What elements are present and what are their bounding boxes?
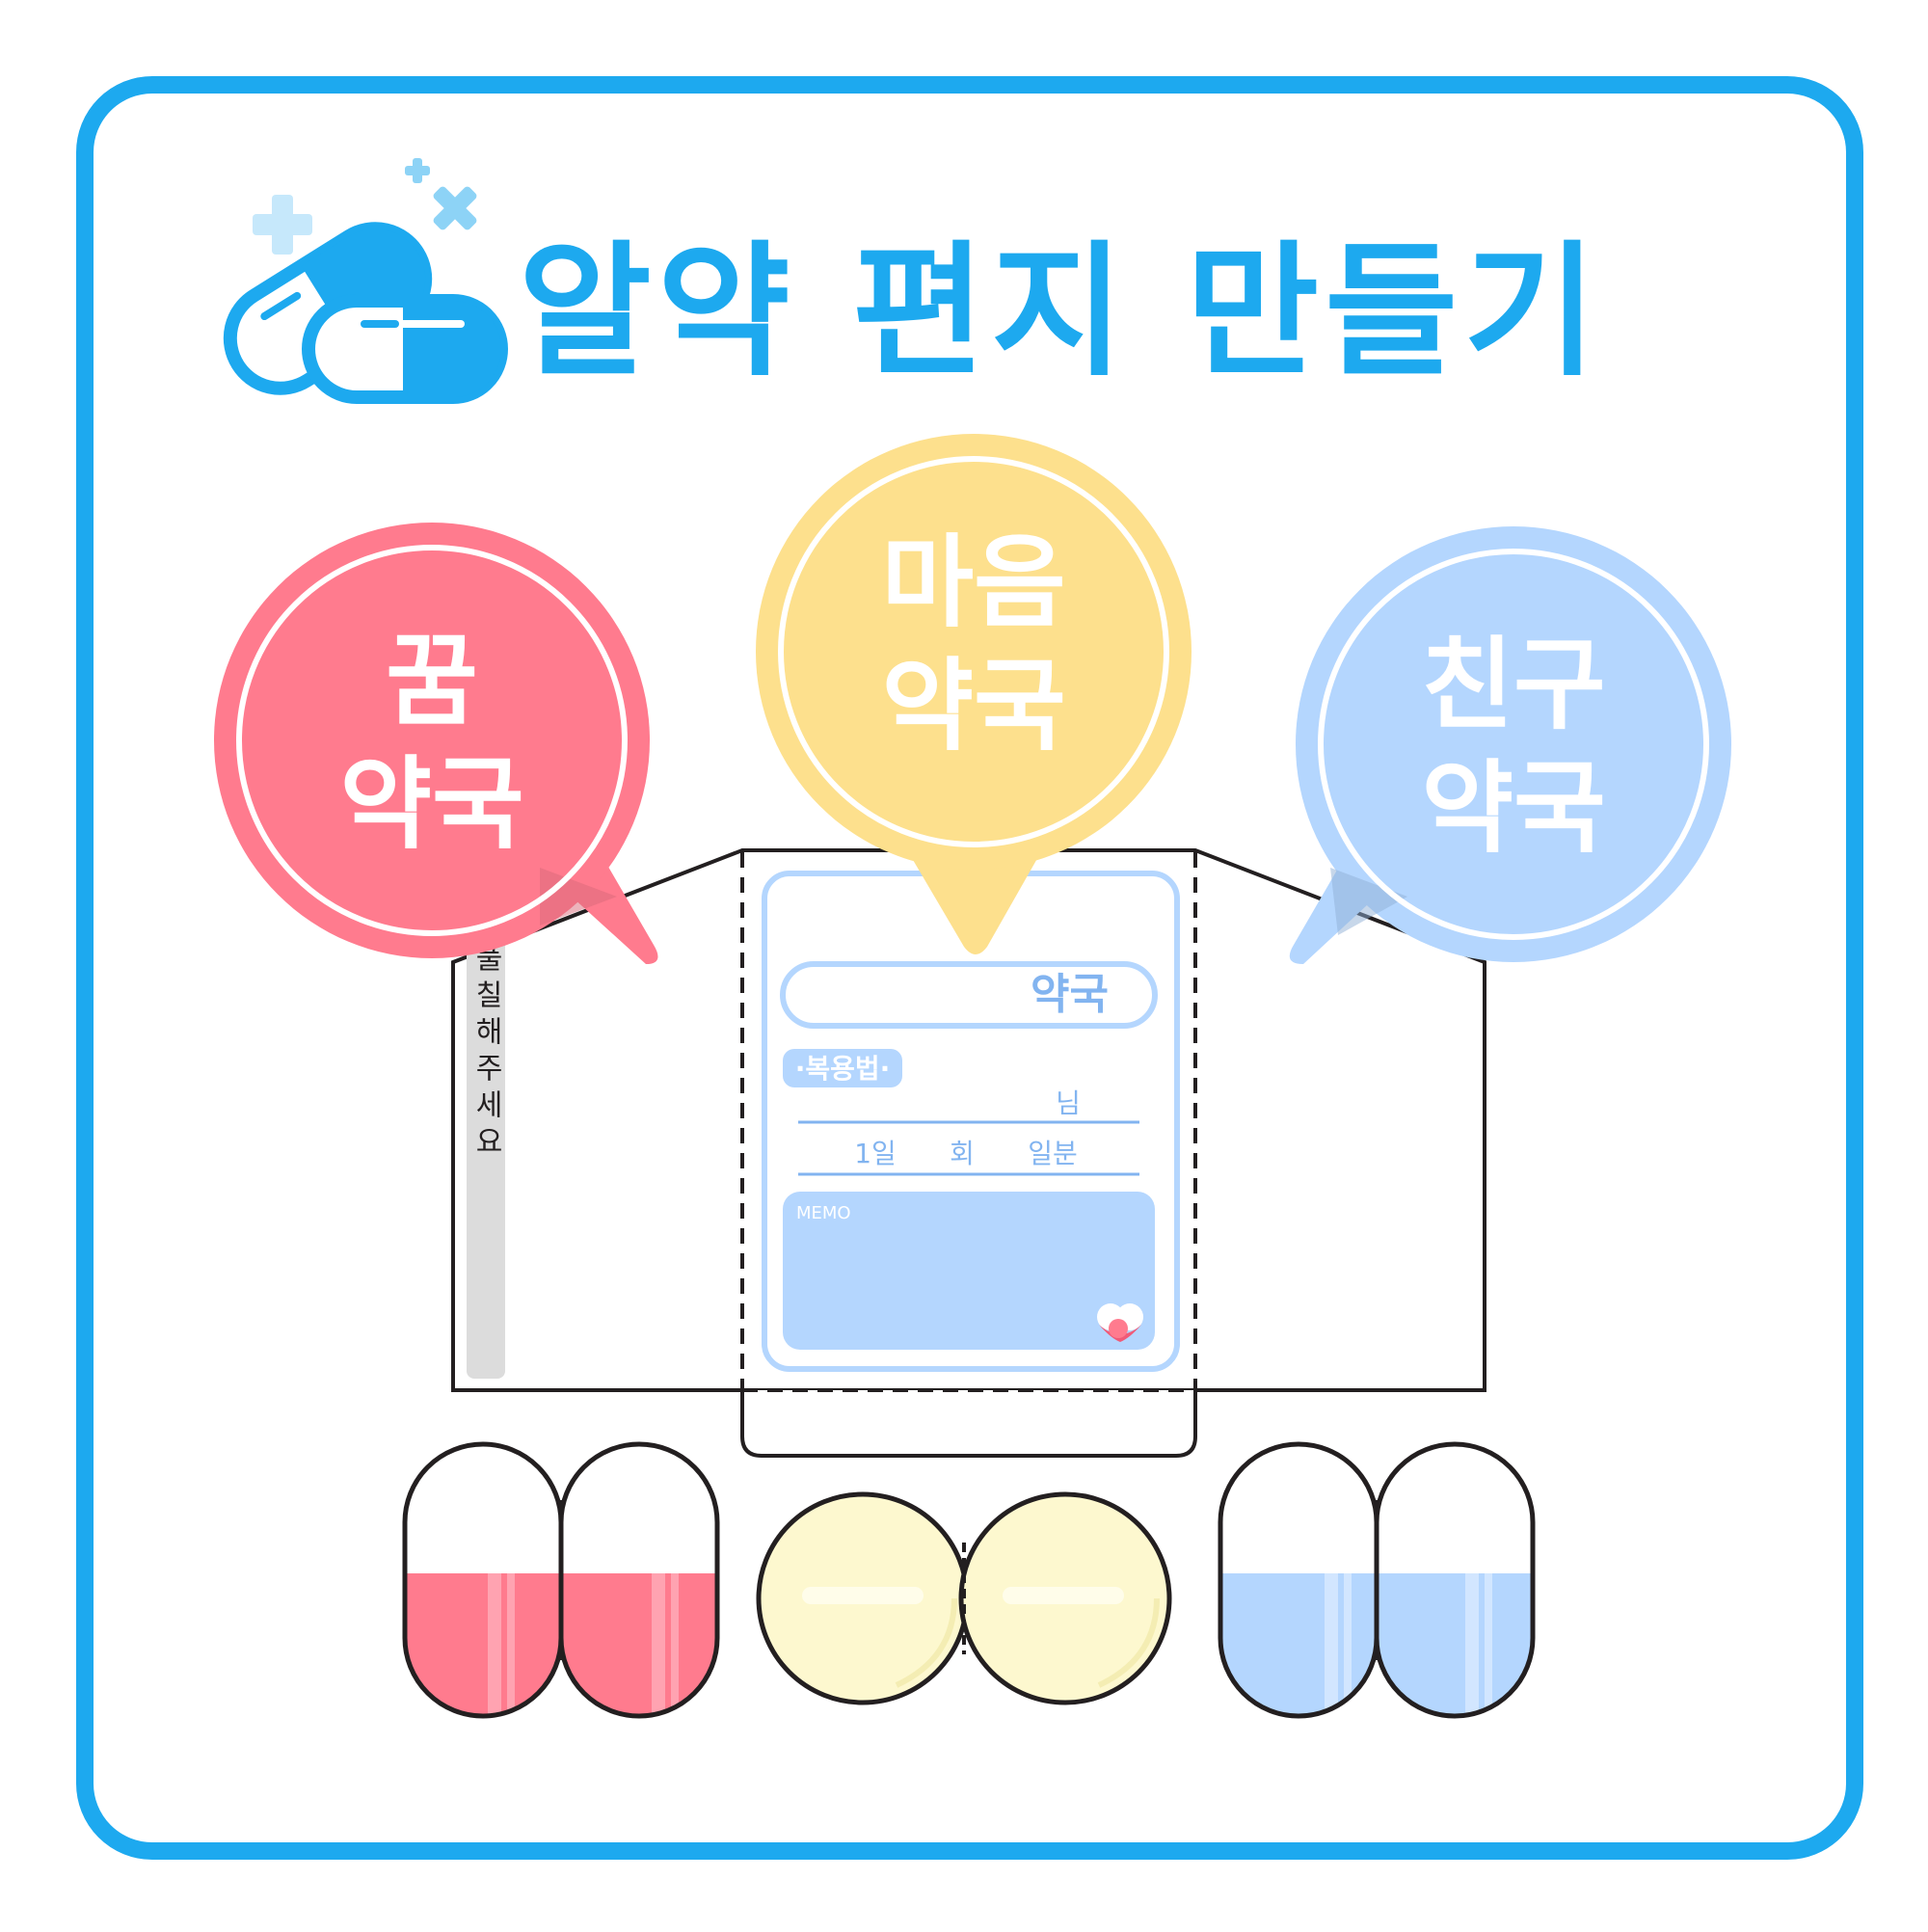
pharmacy-name-field[interactable] xyxy=(780,961,1158,1029)
bubble-left-line1: 꿈 xyxy=(386,622,478,739)
pill-cutout-pink[interactable] xyxy=(402,1441,720,1728)
memo-label: MEMO xyxy=(796,1203,851,1223)
per-day-label: 1일 xyxy=(854,1138,897,1169)
page-title: 알약 편지 만들기 xyxy=(519,228,1602,396)
memo-box[interactable] xyxy=(783,1192,1155,1350)
dosage-badge-label: ·복용법· xyxy=(795,1053,891,1085)
pharmacy-suffix: 약국 xyxy=(1031,970,1109,1019)
bubble-center-line1: 마음 xyxy=(881,523,1065,641)
pill-cutout-blue[interactable] xyxy=(1218,1441,1536,1728)
bubble-heart-pharmacy[interactable] xyxy=(756,434,1192,954)
glue-strip-label: 풀칠해주세요 xyxy=(469,943,503,1163)
bubble-center-line2: 약국 xyxy=(881,647,1065,765)
bubble-right-line1: 친구 xyxy=(1421,626,1605,743)
bubble-left-line2: 약국 xyxy=(339,745,523,863)
pill-cutout-yellow[interactable] xyxy=(756,1491,1172,1705)
bubble-right-line2: 약국 xyxy=(1421,749,1605,867)
heart-pill-icon xyxy=(1097,1303,1143,1342)
bubble-dream-pharmacy[interactable] xyxy=(214,523,658,964)
dosage-badge xyxy=(783,1049,902,1087)
patient-name-suffix: 님 xyxy=(1056,1087,1081,1119)
prescription-label xyxy=(762,871,1180,1372)
glue-strip xyxy=(467,933,505,1379)
pill-capsule-icon xyxy=(223,158,508,404)
days-portion-label: 일분 xyxy=(1028,1138,1078,1169)
times-label: 회 xyxy=(950,1138,975,1169)
bubble-friend-pharmacy[interactable] xyxy=(1289,526,1731,964)
